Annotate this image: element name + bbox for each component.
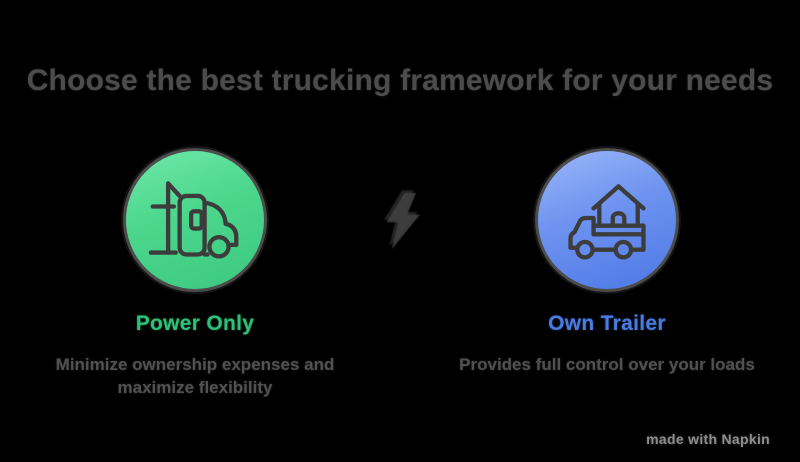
house-truck-icon <box>559 170 655 271</box>
option-card-own-trailer[interactable]: Own Trailer Provides full control over y… <box>441 148 773 377</box>
own-trailer-label: Own Trailer <box>548 312 666 335</box>
semi-truck-icon <box>147 170 243 271</box>
power-only-label: Power Only <box>135 312 255 335</box>
divider <box>366 180 438 266</box>
option-card-power-only[interactable]: Power Only Minimize ownership expenses a… <box>29 148 361 400</box>
power-only-description: Minimize ownership expenses and maximize… <box>55 355 335 397</box>
power-only-circle[interactable] <box>123 148 267 292</box>
own-trailer-description: Provides full control over your loads <box>459 355 755 374</box>
lightning-icon <box>370 181 434 266</box>
own-trailer-circle[interactable] <box>535 148 679 292</box>
watermark-link[interactable]: made with Napkin <box>646 431 770 447</box>
page-title: Choose the best trucking framework for y… <box>26 64 774 97</box>
